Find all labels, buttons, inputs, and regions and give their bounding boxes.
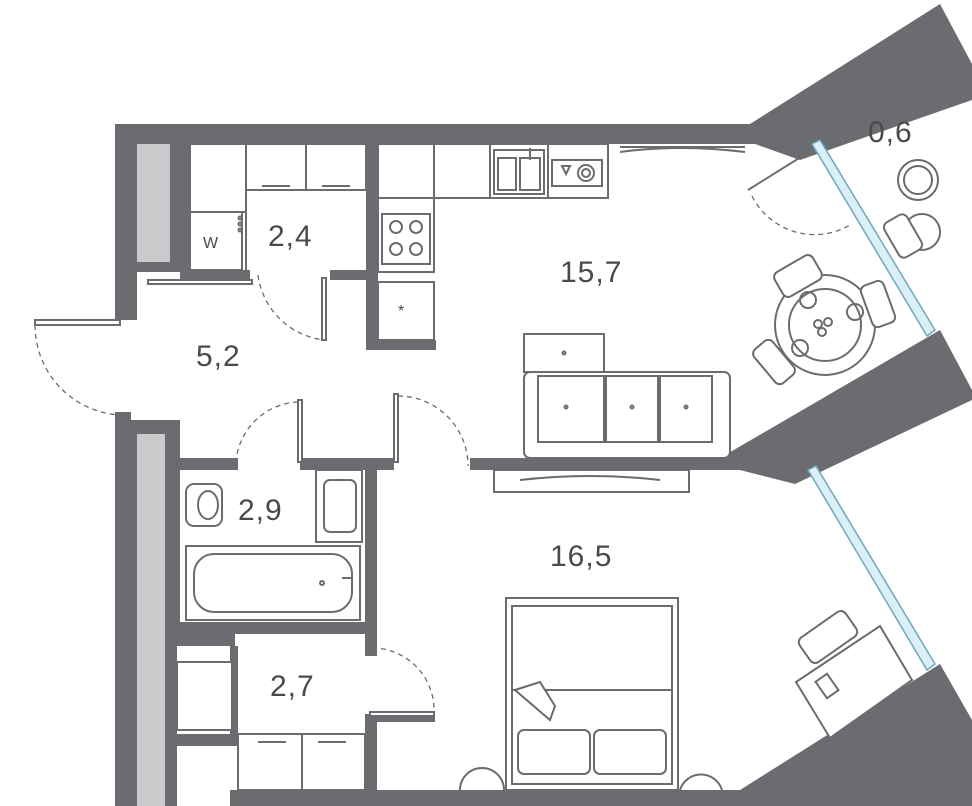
area-balcony: 0,6 xyxy=(868,116,913,149)
kitchen: * xyxy=(377,143,609,341)
room-labels: 0,6 2,4 15,7 5,2 2,9 16,5 2,7 xyxy=(196,116,913,703)
area-bathroom: 2,9 xyxy=(238,494,283,527)
window-balcony xyxy=(810,139,936,338)
storage-room: W xyxy=(189,143,367,271)
bathtub-icon xyxy=(193,553,353,613)
fridge-label: * xyxy=(398,303,404,320)
windows xyxy=(493,139,936,672)
area-storage: 2,4 xyxy=(268,220,313,253)
washer-label: W xyxy=(203,235,219,252)
area-bedroom: 16,5 xyxy=(550,540,612,573)
toilet-icon xyxy=(185,483,223,527)
sofa xyxy=(523,333,731,459)
area-kitchen-living: 15,7 xyxy=(560,256,622,289)
wardrobe-fixtures xyxy=(176,661,366,791)
area-hallway: 5,2 xyxy=(196,340,241,373)
washbasin-icon xyxy=(323,479,357,533)
area-wardrobe: 2,7 xyxy=(270,670,315,703)
bed xyxy=(459,597,723,791)
balcony-set xyxy=(882,159,941,259)
stove-icon xyxy=(381,213,431,265)
bathroom-fixtures xyxy=(185,469,363,621)
doors xyxy=(34,149,851,717)
window-bedroom xyxy=(806,465,936,672)
walls xyxy=(115,4,972,806)
dining-set xyxy=(752,254,897,386)
desk xyxy=(794,610,914,740)
